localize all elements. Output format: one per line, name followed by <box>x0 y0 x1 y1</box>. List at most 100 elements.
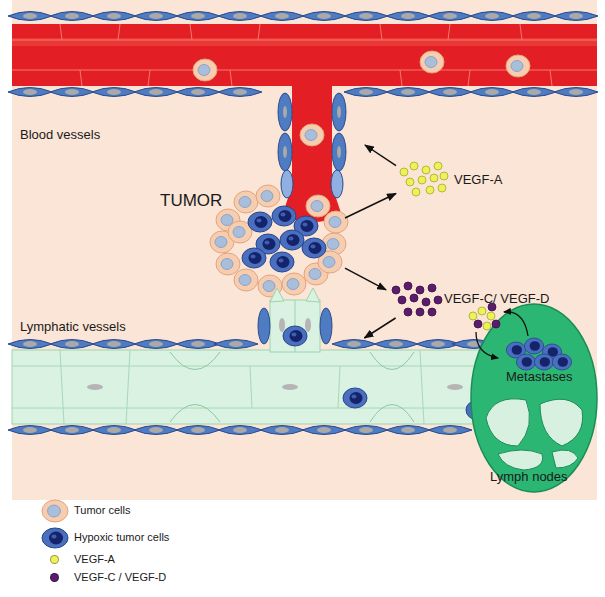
lymphatic-vessel: Lymphatic vessels <box>12 338 468 438</box>
lymph-node-shape <box>524 338 543 354</box>
vegf-cd-dots <box>434 296 442 304</box>
lymphatic-vessel-drawing <box>92 340 136 349</box>
lymphatic-vessel-drawing <box>134 426 178 435</box>
legend-label: Tumor cells <box>74 504 130 517</box>
lymph-node-shape <box>488 303 496 311</box>
lymph-node-shape <box>552 354 571 370</box>
node-label: Lymphatic vessels <box>20 320 126 335</box>
lymph-node-shape <box>478 307 486 315</box>
blood-vessel-drawing <box>470 12 514 21</box>
blood-vessel-drawing <box>344 88 388 97</box>
lymphatic-vessel-drawing <box>344 426 388 435</box>
lymphatic-vessel-drawing <box>305 318 311 332</box>
lymph-node-shape <box>474 320 482 328</box>
vegf-a-dots <box>430 174 438 182</box>
blood-vessel-drawing <box>218 12 262 21</box>
lymphatic-vessel-drawing <box>374 340 418 349</box>
lymphatic-vessel-drawing <box>428 426 472 435</box>
vegf-a-dots <box>426 186 434 194</box>
tumor-drawing <box>216 253 240 275</box>
lymph-node-shape <box>558 357 568 367</box>
node-label: VEGF-A <box>454 173 502 188</box>
vegf-a-dots <box>410 162 418 170</box>
lymphatic-vessel-drawing <box>12 350 490 424</box>
vegf-cd-dots <box>428 284 436 292</box>
lymphatic-vessel-drawing <box>176 426 220 435</box>
lymph-node-shape <box>540 399 583 446</box>
lymphatic-vessel-drawing <box>12 350 490 424</box>
legend-label: Hypoxic tumor cells <box>74 531 169 544</box>
signal-arrow <box>364 318 395 338</box>
lymphatic-vessel-drawing <box>8 288 496 435</box>
lymph-node-shape <box>476 332 498 358</box>
vegf-cd-dots <box>410 294 418 302</box>
blood-vessel-drawing <box>8 12 598 223</box>
lymphatic-vessel-drawing <box>258 308 270 344</box>
tumor-drawing <box>248 212 272 232</box>
vegf-a-dots <box>406 178 414 186</box>
lymphatic-vessel-drawing <box>270 300 320 352</box>
tumor-drawing <box>234 269 258 291</box>
blood-vessel-drawing <box>8 12 52 21</box>
vegf-a-dots <box>434 162 442 170</box>
tumor-drawing <box>210 185 348 297</box>
blood-vessel: Blood vessels <box>12 8 597 145</box>
lymphatic-vessel-drawing <box>8 340 52 349</box>
blood-vessel-drawing <box>12 24 597 86</box>
lymphatic-vessel-drawing <box>8 426 52 435</box>
lymph-node-shape <box>552 450 578 468</box>
blood-vessel-drawing <box>281 170 293 198</box>
lymphatic-vessel-drawing <box>214 340 258 349</box>
blood-vessel-drawing <box>8 88 52 97</box>
legend-icon <box>48 505 61 517</box>
blood-vessel-drawing <box>92 88 136 97</box>
lymph-node-shape <box>471 304 597 492</box>
blood-vessel-drawing <box>428 12 472 21</box>
node-label: Lymph nodes <box>490 470 568 485</box>
lymphatic-vessel-drawing <box>447 384 463 390</box>
vegf-cd-dots <box>416 308 424 316</box>
vegf-a-cluster: VEGF-A <box>396 160 511 200</box>
tumor-drawing <box>324 211 348 233</box>
blood-vessel-drawing <box>193 59 217 81</box>
blood-vessel-drawing <box>332 133 346 171</box>
blood-vessel-drawing <box>470 88 514 97</box>
lymph-node-shape <box>492 320 500 328</box>
legend-icon <box>49 532 63 545</box>
lymph-node-shape <box>516 354 535 370</box>
blood-vessel-drawing <box>386 12 430 21</box>
lymph-node-shape <box>534 354 553 370</box>
vegf-a-dots <box>400 168 408 176</box>
legend-swatch <box>50 573 59 582</box>
tumor-drawing <box>306 195 330 217</box>
lymphatic-vessel-drawing <box>386 426 430 435</box>
lymphatic-vessel-drawing <box>302 426 346 435</box>
tumor-drawing <box>302 238 326 258</box>
blood-vessel-drawing <box>12 38 597 46</box>
lymphatic-vessel-drawing <box>170 352 414 422</box>
lymphatic-vessel-drawing <box>260 426 304 435</box>
vegf-cd-dots <box>398 296 406 304</box>
node-label: TUMOR <box>160 191 222 211</box>
legend-label: VEGF-A <box>74 553 115 566</box>
vegf-cd-dots <box>416 286 424 294</box>
blood-vessel-drawing <box>420 51 444 73</box>
vegf-a-dots <box>422 166 430 174</box>
lymphatic-vessel-drawing <box>282 384 298 390</box>
lymph-node-shape <box>512 345 522 355</box>
blood-vessel-drawing <box>176 12 220 21</box>
tumor-mass: TUMOR <box>158 183 345 292</box>
blood-vessel-drawing <box>428 88 472 97</box>
blood-vessel-drawing <box>337 106 341 118</box>
lymph-node-shape <box>540 357 550 367</box>
vegf-a-dots <box>400 162 448 196</box>
blood-vessel-drawing <box>92 12 136 21</box>
tumor-drawing <box>234 191 258 213</box>
blood-vessel-drawing <box>176 88 220 97</box>
blood-vessel-drawing <box>554 88 598 97</box>
vegf-cd-dots <box>428 308 436 316</box>
blood-vessel-drawing <box>50 88 94 97</box>
lymphatic-vessel-drawing <box>283 326 307 346</box>
metastases-site: Metastases <box>502 336 596 388</box>
